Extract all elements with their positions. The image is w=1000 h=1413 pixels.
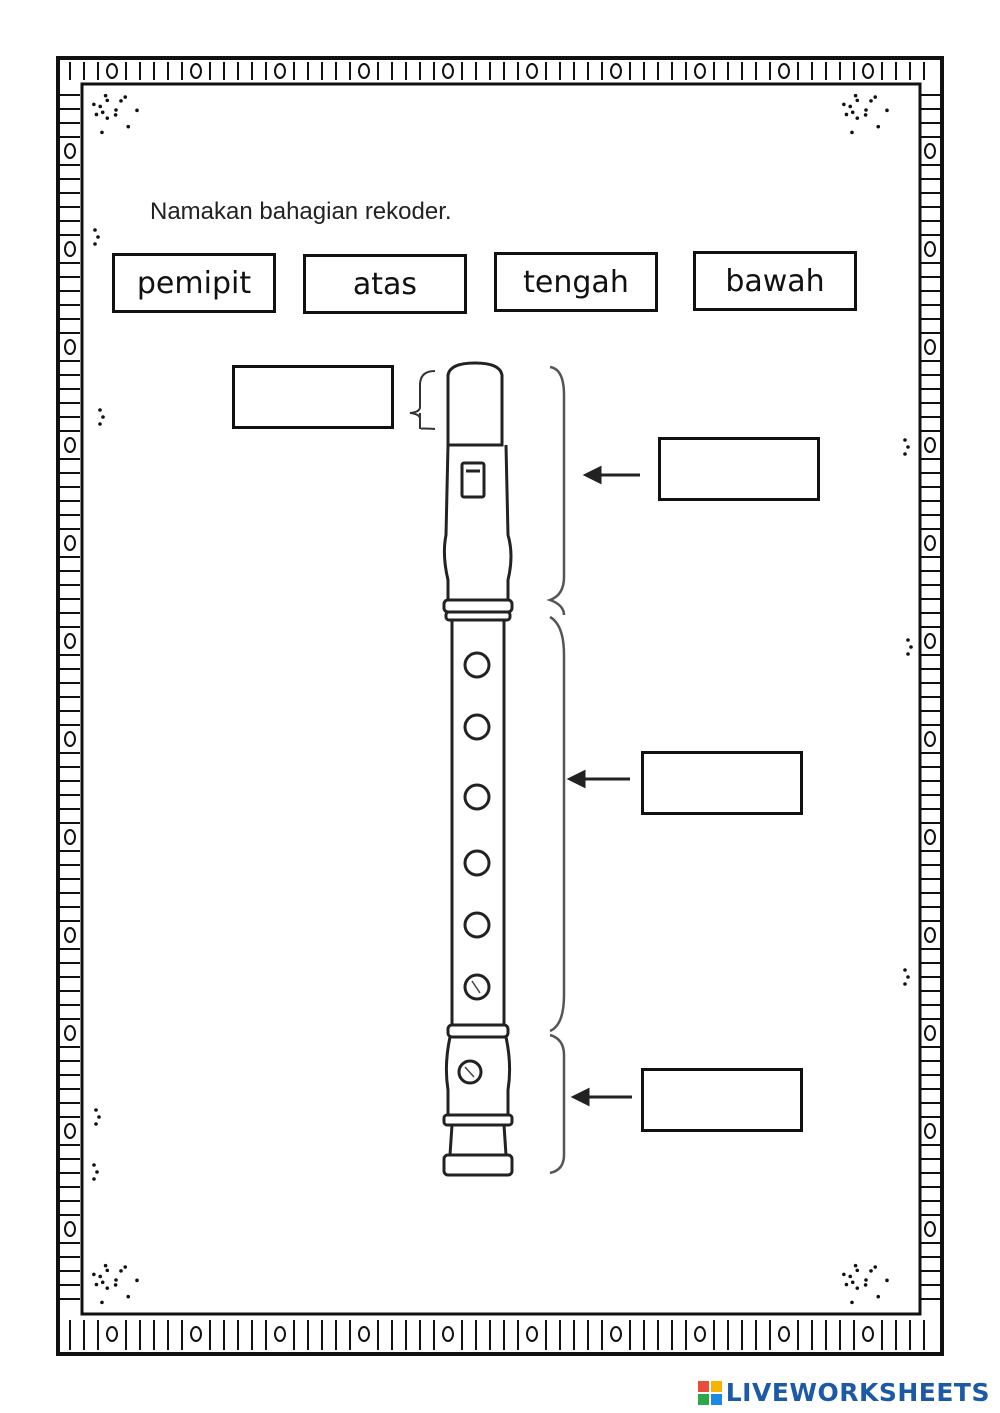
liveworksheets-logo: LIVEWORKSHEETS [697, 1378, 990, 1407]
answer-box-pemipit[interactable] [232, 365, 394, 429]
brand-mark-icon [697, 1380, 722, 1405]
answer-box-bawah[interactable] [641, 1068, 803, 1132]
brand-square-red [697, 1380, 709, 1392]
instruction-text: Namakan bahagian rekoder. [150, 198, 452, 225]
word-card-bawah[interactable]: bawah [693, 251, 857, 311]
recorder-illustration [409, 361, 640, 1177]
word-card-pemipit[interactable]: pemipit [112, 253, 276, 313]
word-card-atas[interactable]: atas [303, 254, 467, 314]
brand-text: LIVEWORKSHEETS [725, 1378, 990, 1407]
answer-box-atas[interactable] [658, 437, 820, 501]
brand-square-blue [710, 1393, 722, 1405]
brand-square-green [697, 1393, 709, 1405]
word-card-tengah[interactable]: tengah [494, 252, 658, 312]
answer-box-tengah[interactable] [641, 751, 803, 815]
brand-square-yellow [710, 1380, 722, 1392]
